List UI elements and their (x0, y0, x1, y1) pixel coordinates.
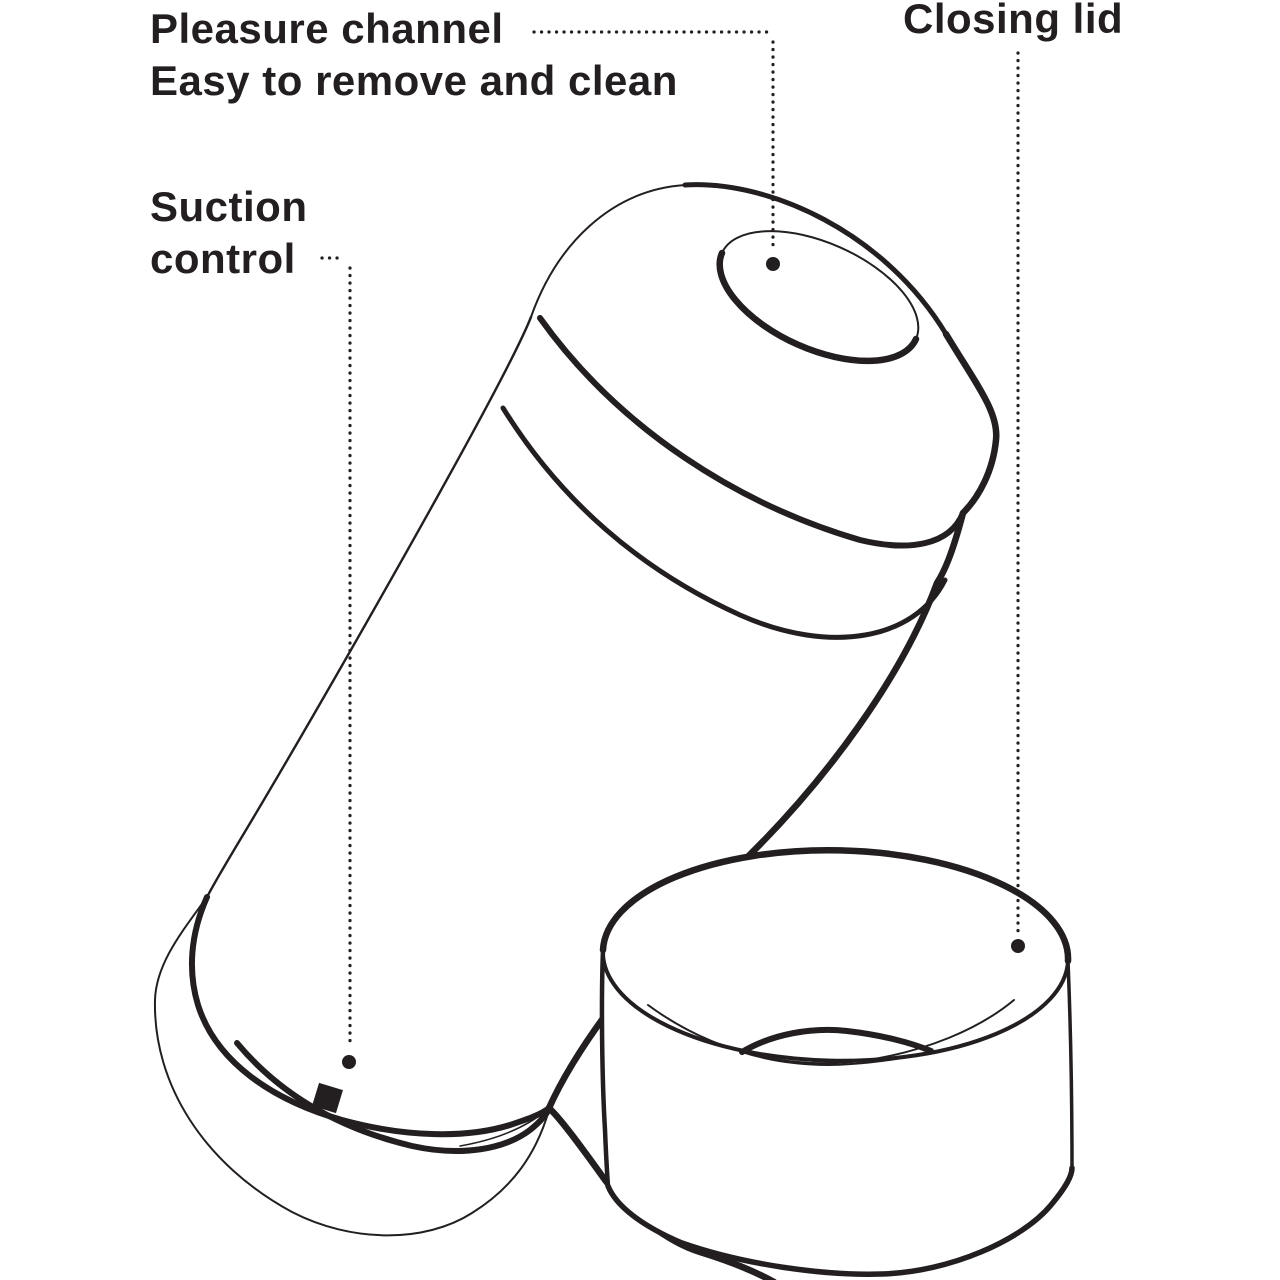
lid-rim-inner-arc (647, 999, 1015, 1065)
opening-lower-arc (716, 249, 920, 365)
cup-head-dome-side (942, 330, 1000, 517)
callout-suction-control-line1: Suction (150, 183, 308, 230)
leader-dot-pleasure-channel (766, 257, 780, 271)
callout-pleasure-channel-title: Pleasure channel (150, 5, 504, 52)
suction-control-slider (312, 1082, 343, 1114)
bottom-cap-seam-inner-thin (459, 1109, 548, 1147)
leader-dot-closing-lid (1011, 939, 1025, 953)
head-collar-seam-upper (537, 315, 966, 549)
leader-suction-control (320, 256, 356, 1069)
callout-leaders (320, 30, 1025, 1069)
lid-hole-lower-arc (741, 1050, 932, 1066)
callout-suction-control: Suction control (150, 181, 308, 285)
lid-right-edge (1066, 959, 1074, 1170)
callout-pleasure-channel: Pleasure channel Easy to remove and clea… (150, 3, 678, 107)
bottom-cap-outline (153, 896, 550, 1237)
callout-pleasure-channel-subtitle: Easy to remove and clean (150, 57, 678, 104)
bottom-cap-seam-upper (188, 894, 552, 1138)
pleasure-channel-opening (716, 230, 920, 365)
lid-rim-top-arc (599, 846, 1072, 965)
cup-head-dome-right (682, 182, 949, 337)
bottom-cap-seam-lower (234, 1040, 552, 1154)
callout-suction-control-line2: control (150, 235, 296, 282)
lid-bottom-edge (605, 1165, 1075, 1277)
callout-closing-lid: Closing lid (903, 0, 1123, 45)
opening-upper-arc (721, 230, 920, 340)
lid-rim-bottom-arc (600, 948, 1070, 1063)
cup-left-edge (205, 315, 533, 899)
callout-closing-lid-line1: Closing lid (903, 0, 1124, 42)
leader-closing-lid (1011, 51, 1025, 953)
lid-center-hole (739, 1026, 934, 1066)
lid-left-edge (599, 947, 611, 1189)
leader-pleasure-channel (532, 30, 780, 271)
lid-hole-upper-arc (739, 1026, 934, 1055)
leader-dot-suction-control (342, 1055, 356, 1069)
cup-head-dome-top (530, 184, 686, 318)
head-collar-seam-lower (500, 405, 948, 640)
lid-drawing (599, 846, 1075, 1277)
